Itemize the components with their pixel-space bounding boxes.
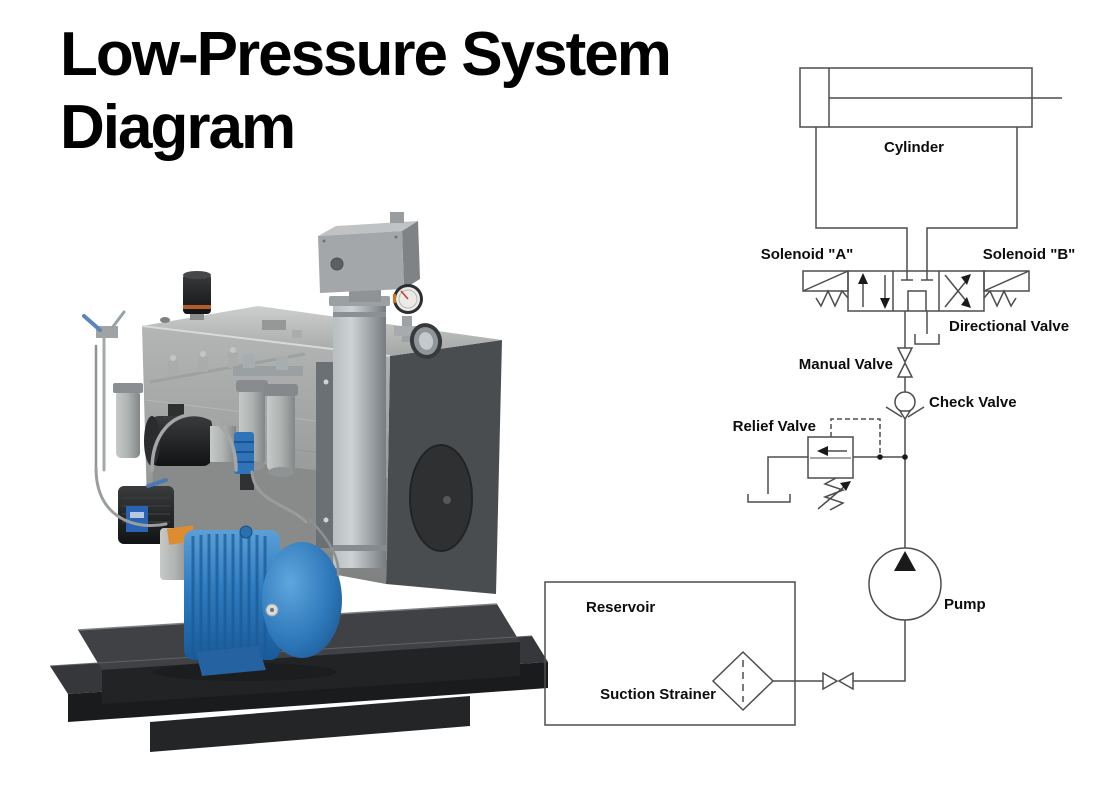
electric-motor — [184, 525, 342, 676]
standpipe-filter — [329, 296, 390, 568]
label-manual-valve: Manual Valve — [799, 356, 893, 373]
suction-strainer-symbol — [711, 650, 775, 712]
label-check-valve: Check Valve — [929, 394, 1017, 411]
page-title-line2: Diagram — [60, 93, 296, 162]
label-reservoir: Reservoir — [586, 599, 655, 616]
label-cylinder: Cylinder — [884, 139, 944, 156]
page-title-line1: Low-Pressure System — [60, 20, 672, 89]
cylinder-symbol — [799, 67, 1062, 128]
label-pump: Pump — [944, 596, 986, 613]
directional-valve-symbol — [802, 270, 1030, 312]
cylinder-port-a-line — [815, 127, 908, 271]
mounting-post — [316, 362, 336, 548]
junction-box — [318, 212, 420, 302]
motor-shadow — [153, 663, 337, 681]
reservoir-symbol — [544, 581, 796, 726]
piping — [94, 336, 340, 577]
label-suction-strainer: Suction Strainer — [600, 686, 716, 703]
suction-line-1 — [853, 620, 906, 682]
check-valve-symbol — [885, 391, 925, 421]
left-filter — [82, 310, 143, 458]
cylinder-port-b-line — [926, 127, 1018, 271]
breather-cap — [160, 271, 302, 338]
pressure-gauge-upper — [393, 284, 423, 342]
label-solenoid-b: Solenoid "B" — [983, 246, 1076, 263]
page-title: Low-Pressure System Diagram — [60, 18, 672, 164]
label-solenoid-a: Solenoid "A" — [761, 246, 854, 263]
valve-drain-symbol — [914, 311, 940, 345]
label-relief-valve: Relief Valve — [733, 418, 816, 435]
label-directional-valve: Directional Valve — [949, 318, 1069, 335]
manual-valve-symbol — [896, 347, 914, 378]
pump-symbol — [868, 547, 942, 621]
shutoff-valve-symbol — [822, 671, 854, 691]
relief-valve-symbol — [747, 418, 908, 511]
pressure-gauge-lower — [409, 323, 443, 359]
